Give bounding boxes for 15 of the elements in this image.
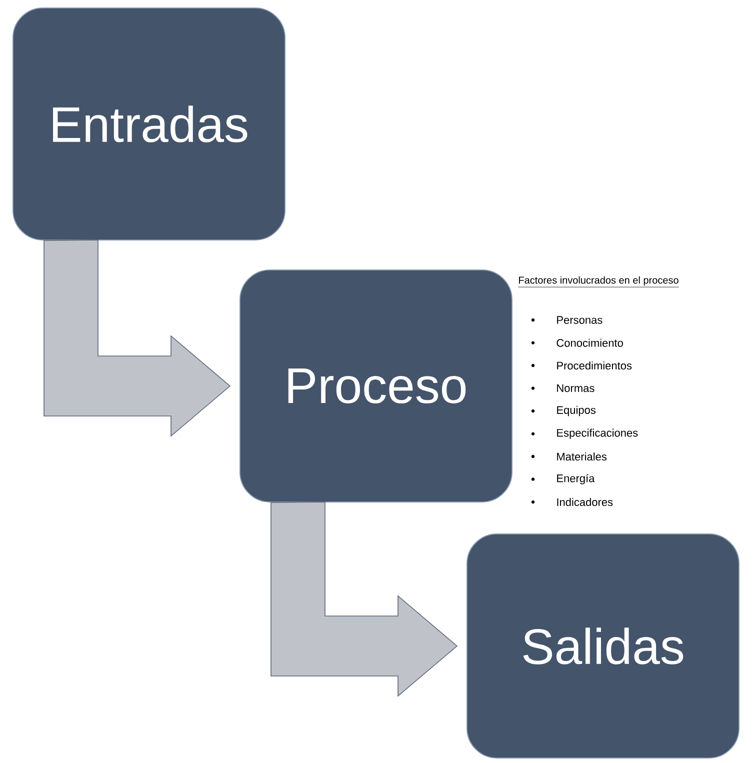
bent-arrow (44, 240, 231, 437)
list-heading: Factores involucrados en el proceso (518, 276, 680, 288)
list-item: Personas (557, 316, 602, 324)
list-item: Conocimiento (556, 338, 623, 347)
list-item: Especificaciones (557, 428, 638, 439)
list-item: Materiales (557, 452, 607, 461)
process-box: Salidas (466, 534, 740, 758)
list-item: Indicadores (557, 498, 613, 506)
list-item: Normas (557, 384, 594, 392)
list-item: Procedimientos (557, 361, 632, 370)
list-item: Equipos (557, 406, 596, 416)
list-item: Energía (557, 474, 595, 484)
bent-arrow (270, 502, 458, 697)
process-box: Entradas (12, 8, 286, 240)
process-box: Proceso (240, 270, 512, 502)
